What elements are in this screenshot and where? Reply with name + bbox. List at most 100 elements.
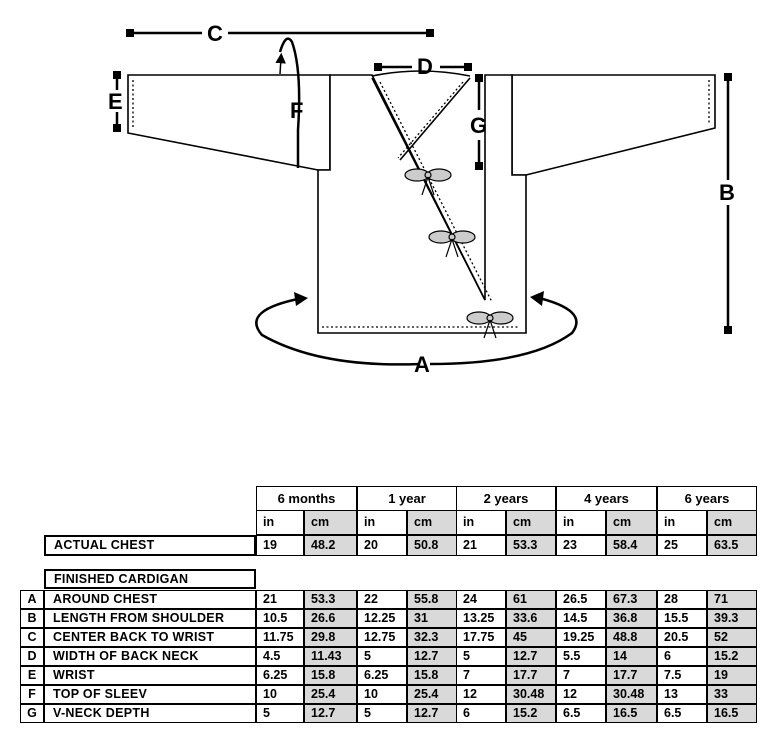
size-header: 2 years (456, 486, 556, 511)
row-value-in: 28 (657, 590, 707, 609)
actual-chest-cm: 50.8 (407, 535, 457, 556)
row-value-in: 17.75 (456, 628, 506, 647)
label-b: B (719, 180, 735, 205)
row-value-in: 10 (256, 685, 304, 704)
row-value-cm: 12.7 (407, 704, 457, 723)
row-value-in: 5 (456, 647, 506, 666)
row-value-cm: 71 (707, 590, 757, 609)
row-value-in: 26.5 (556, 590, 606, 609)
unit-cm-header: cm (304, 510, 357, 535)
row-value-in: 10.5 (256, 609, 304, 628)
row-value-cm: 36.8 (606, 609, 657, 628)
row-value-in: 12 (456, 685, 506, 704)
row-value-cm: 48.8 (606, 628, 657, 647)
row-value-cm: 14 (606, 647, 657, 666)
arrow-icon (530, 291, 544, 306)
actual-chest-in: 25 (657, 535, 707, 556)
row-value-cm: 33 (707, 685, 757, 704)
row-value-cm: 25.4 (304, 685, 357, 704)
actual-chest-cm: 58.4 (606, 535, 657, 556)
label-a: A (414, 352, 430, 377)
label-g: G (470, 113, 487, 138)
bow-icon (428, 230, 476, 258)
row-value-cm: 45 (506, 628, 556, 647)
row-value-in: 6.5 (556, 704, 606, 723)
arrow-icon (275, 52, 286, 75)
row-value-in: 7 (456, 666, 506, 685)
unit-cm-header: cm (407, 510, 457, 535)
row-value-cm: 25.4 (407, 685, 457, 704)
row-value-in: 13 (657, 685, 707, 704)
body-panel (317, 74, 527, 334)
row-value-cm: 39.3 (707, 609, 757, 628)
row-value-in: 10 (357, 685, 407, 704)
bow-ties (404, 168, 514, 339)
label-e: E (108, 89, 123, 114)
row-label: WIDTH OF BACK NECK (44, 647, 256, 666)
row-value-cm: 19 (707, 666, 757, 685)
unit-cm-header: cm (506, 510, 556, 535)
row-value-cm: 32.3 (407, 628, 457, 647)
row-value-in: 21 (256, 590, 304, 609)
size-header: 6 years (657, 486, 757, 511)
actual-chest-in: 21 (456, 535, 506, 556)
row-value-in: 19.25 (556, 628, 606, 647)
row-value-cm: 33.6 (506, 609, 556, 628)
actual-chest-cm: 63.5 (707, 535, 757, 556)
row-value-in: 12.75 (357, 628, 407, 647)
actual-chest-label: ACTUAL CHEST (44, 535, 256, 556)
size-header: 4 years (556, 486, 657, 511)
row-value-in: 22 (357, 590, 407, 609)
row-value-cm: 11.43 (304, 647, 357, 666)
row-value-in: 6.25 (357, 666, 407, 685)
actual-chest-in: 19 (256, 535, 304, 556)
row-value-cm: 15.8 (407, 666, 457, 685)
right-sleeve (511, 74, 716, 176)
row-value-cm: 12.7 (407, 647, 457, 666)
measurement-endpoints (113, 29, 732, 334)
row-value-cm: 30.48 (506, 685, 556, 704)
row-value-in: 12.25 (357, 609, 407, 628)
row-letter: A (20, 590, 44, 609)
row-letter: B (20, 609, 44, 628)
row-value-in: 20.5 (657, 628, 707, 647)
label-d: D (417, 54, 433, 79)
size-header: 1 year (357, 486, 457, 511)
row-value-in: 4.5 (256, 647, 304, 666)
row-value-cm: 26.6 (304, 609, 357, 628)
row-label: WRIST (44, 666, 256, 685)
stitch-lines (132, 80, 710, 328)
garment-outline (127, 74, 716, 334)
row-value-in: 14.5 (556, 609, 606, 628)
unit-in-header: in (256, 510, 304, 535)
row-value-cm: 55.8 (407, 590, 457, 609)
unit-in-header: in (556, 510, 606, 535)
row-value-in: 6 (657, 647, 707, 666)
row-value-cm: 52 (707, 628, 757, 647)
row-value-in: 7 (556, 666, 606, 685)
row-value-cm: 15.8 (304, 666, 357, 685)
row-value-cm: 53.3 (304, 590, 357, 609)
row-label: LENGTH FROM SHOULDER (44, 609, 256, 628)
label-c: C (207, 21, 223, 46)
arrow-icon (294, 292, 308, 306)
row-value-in: 5 (357, 704, 407, 723)
row-value-in: 12 (556, 685, 606, 704)
size-header: 6 months (256, 486, 357, 511)
row-value-in: 5 (256, 704, 304, 723)
row-label: V-NECK DEPTH (44, 704, 256, 723)
around-chest-arc (255, 295, 578, 366)
row-letter: F (20, 685, 44, 704)
row-value-cm: 30.48 (606, 685, 657, 704)
row-label: AROUND CHEST (44, 590, 256, 609)
row-value-cm: 61 (506, 590, 556, 609)
actual-chest-cm: 48.2 (304, 535, 357, 556)
row-value-in: 6.5 (657, 704, 707, 723)
bow-icon (404, 168, 452, 196)
row-value-in: 6 (456, 704, 506, 723)
row-value-cm: 17.7 (606, 666, 657, 685)
row-letter: C (20, 628, 44, 647)
cardigan-schematic: C D E F G B A (108, 21, 735, 377)
unit-cm-header: cm (707, 510, 757, 535)
unit-in-header: in (357, 510, 407, 535)
